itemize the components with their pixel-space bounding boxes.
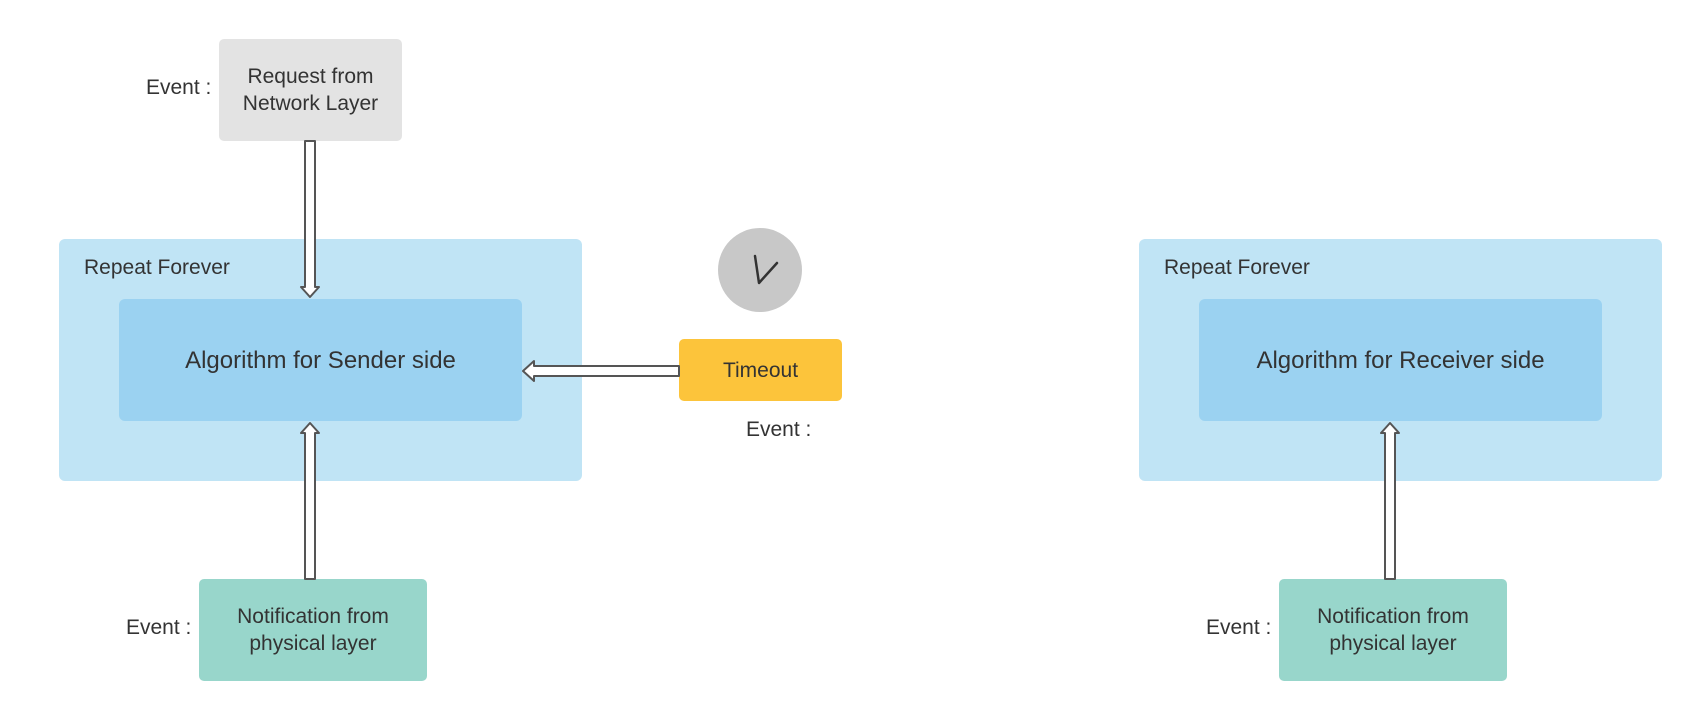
receiver-repeat-label: Repeat Forever [1164,256,1310,279]
request-to-sender-arrow [300,140,320,298]
notification-to-sender-arrow [300,422,320,580]
timeout-box: Timeout [679,339,842,401]
notification-to-receiver-arrow [1380,422,1400,580]
receiver-notification-label: Notification from physical layer [1317,605,1469,655]
sender-algorithm-box: Algorithm for Sender side [119,299,522,421]
timeout-to-sender-arrow [522,360,680,382]
request-event-label: Event : [146,76,212,99]
sender-notification-label: Notification from physical layer [237,605,389,655]
sender-notification-event-label: Event : [126,616,192,639]
sender-repeat-label: Repeat Forever [84,256,230,279]
receiver-algorithm-box: Algorithm for Receiver side [1199,299,1602,421]
sender-algorithm-label: Algorithm for Sender side [185,346,456,374]
receiver-notification-box: Notification from physical layer [1279,579,1507,681]
clock-icon [718,228,802,312]
receiver-notification-event-label: Event : [1206,616,1272,639]
clock-hands [753,254,779,285]
receiver-algorithm-label: Algorithm for Receiver side [1256,346,1545,374]
timeout-event-label: Event : [746,418,812,441]
request-box-label: Request from Network Layer [242,65,379,115]
request-from-network-layer-box: Request from Network Layer [219,39,402,141]
timeout-label: Timeout [722,358,799,382]
sender-notification-box: Notification from physical layer [199,579,427,681]
